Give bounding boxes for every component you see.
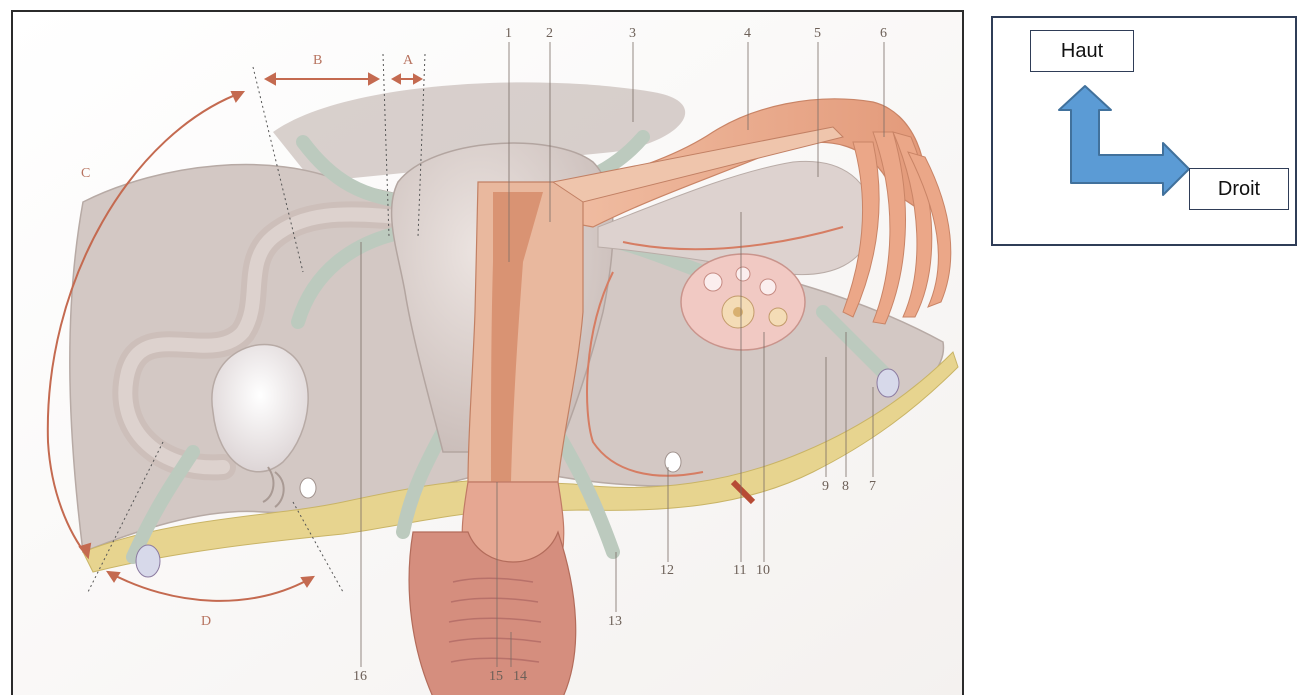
up-label: Haut <box>1030 30 1134 72</box>
label-6: 6 <box>880 26 887 41</box>
label-1: 1 <box>505 26 512 41</box>
label-3: 3 <box>629 26 636 41</box>
right-ovary <box>681 254 805 350</box>
label-12: 12 <box>660 563 674 578</box>
label-15: 15 <box>489 669 503 684</box>
label-9: 9 <box>822 479 829 494</box>
label-4: 4 <box>744 26 751 41</box>
label-2: 2 <box>546 26 553 41</box>
label-10: 10 <box>756 563 770 578</box>
anatomy-figure: 1 2 3 4 5 6 7 8 9 10 11 12 13 14 15 16 A… <box>11 10 964 695</box>
region-d: D <box>201 614 211 629</box>
label-8: 8 <box>842 479 849 494</box>
label-7: 7 <box>869 479 876 494</box>
uterus-illustration: 1 2 3 4 5 6 7 8 9 10 11 12 13 14 15 16 A… <box>13 12 964 695</box>
label-14: 14 <box>513 669 527 684</box>
label-11: 11 <box>733 563 746 578</box>
right-label: Droit <box>1189 168 1289 210</box>
label-16: 16 <box>353 669 367 684</box>
orientation-box: Haut Droit <box>991 16 1297 246</box>
label-5: 5 <box>814 26 821 41</box>
region-a: A <box>403 53 414 68</box>
region-b: B <box>313 53 322 68</box>
label-13: 13 <box>608 614 622 629</box>
region-c: C <box>81 166 90 181</box>
